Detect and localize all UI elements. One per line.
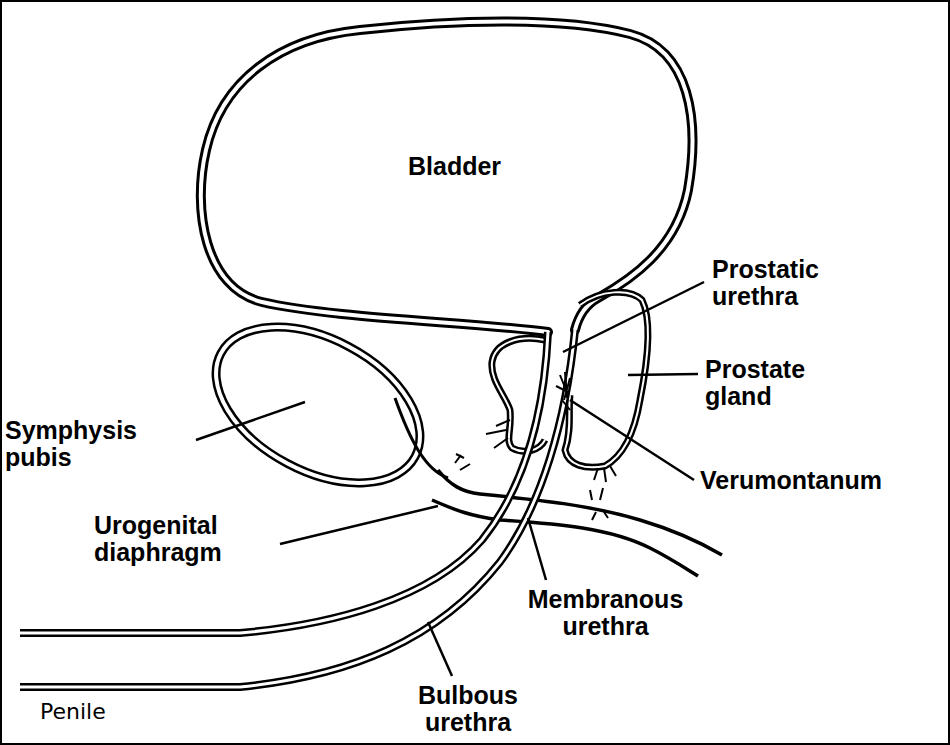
handwritten-label: Penile — [40, 700, 160, 724]
part-label: Bulbous urethra — [398, 682, 538, 736]
part-label: Bladder — [408, 153, 548, 180]
part-label: Urogenital diaphragm — [94, 512, 269, 566]
verumontanum — [556, 372, 570, 410]
urogenital-diaphragm — [432, 454, 722, 576]
part-label: Membranous urethra — [508, 586, 703, 640]
part-label: Verumontanum — [700, 467, 940, 494]
urethra-tube — [20, 330, 575, 687]
leader-lines — [196, 282, 704, 676]
bladder-outline — [201, 22, 693, 333]
part-label: Symphysis pubis — [5, 417, 155, 471]
part-label: Prostate gland — [705, 356, 830, 410]
part-label: Prostatic urethra — [712, 256, 852, 310]
symphysis-pubis-bone — [190, 295, 448, 515]
